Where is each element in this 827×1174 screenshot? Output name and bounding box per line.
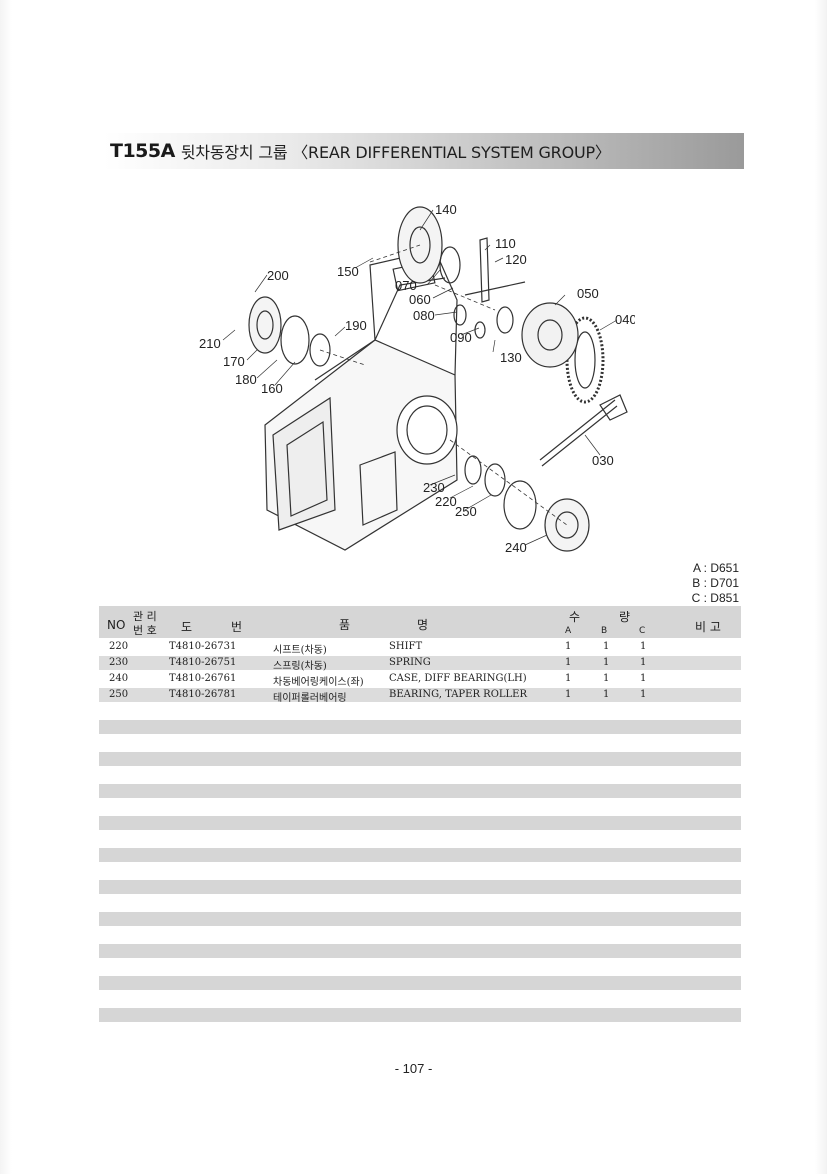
- model-variants: A : D651 B : D701 C : D851: [692, 561, 739, 606]
- table-row: 230 T4810-26751 스프링(차동) SPRING 1 1 1: [99, 656, 741, 672]
- empty-table-row: [99, 720, 741, 734]
- cell-qty-a: 1: [565, 673, 572, 684]
- header-no: NO: [107, 618, 126, 632]
- cell-no: 250: [109, 689, 129, 700]
- cell-name-en: BEARING, TAPER ROLLER: [389, 689, 528, 700]
- section-title-bar: T155A 뒷차동장치 그룹 〈REAR DIFFERENTIAL SYSTEM…: [104, 133, 744, 169]
- cell-qty-b: 1: [603, 689, 610, 700]
- empty-table-row: [99, 976, 741, 990]
- header-qty-1: 수: [569, 610, 581, 624]
- empty-table-row: [99, 784, 741, 798]
- table-row: 220 T4810-26731 시프트(차동) SHIFT 1 1 1: [99, 640, 741, 656]
- callout-130: 130: [500, 350, 522, 365]
- cell-qty-c: 1: [640, 689, 647, 700]
- callout-060: 060: [409, 292, 431, 307]
- exploded-parts-diagram: 140 110 120 150 070 060 080 090 130 050 …: [195, 190, 635, 570]
- cell-no: 230: [109, 657, 129, 668]
- cell-qty-a: 1: [565, 689, 572, 700]
- cell-no: 220: [109, 641, 129, 652]
- callout-140: 140: [435, 202, 457, 217]
- cell-name-kr: 테이퍼롤러베어링: [273, 693, 347, 704]
- empty-table-row: [99, 816, 741, 830]
- empty-table-row: [99, 912, 741, 926]
- callout-240: 240: [505, 540, 527, 555]
- parts-table: NO 관 리 번 호 도 번 품 명 수 량 A B C 비 고 220 T48…: [99, 606, 741, 1022]
- cell-no: 240: [109, 673, 129, 684]
- table-row: 250 T4810-26781 테이퍼롤러베어링 BEARING, TAPER …: [99, 688, 741, 704]
- empty-table-row: [99, 880, 741, 894]
- empty-table-row: [99, 752, 741, 766]
- cell-name-en: CASE, DIFF BEARING(LH): [389, 673, 527, 684]
- callout-200: 200: [267, 268, 289, 283]
- empty-rows: [99, 720, 741, 1022]
- cell-name-en: SHIFT: [389, 641, 423, 652]
- header-remarks: 비 고: [695, 620, 721, 634]
- group-code: T155A: [110, 140, 175, 162]
- table-header: NO 관 리 번 호 도 번 품 명 수 량 A B C 비 고: [99, 606, 741, 638]
- callout-250: 250: [455, 504, 477, 519]
- cell-qty-a: 1: [565, 657, 572, 668]
- cell-qty-c: 1: [640, 657, 647, 668]
- callout-070: 070: [395, 278, 417, 293]
- variant-c: C : D851: [691, 591, 739, 605]
- cell-part-no: T4810-26761: [169, 673, 237, 684]
- callout-210: 210: [199, 336, 221, 351]
- cell-part-no: T4810-26751: [169, 657, 237, 668]
- empty-table-row: [99, 944, 741, 958]
- page-number: - 107 -: [394, 1061, 433, 1076]
- variant-b: B : D701: [692, 576, 739, 590]
- cell-name-kr: 차동베어링케이스(좌): [273, 677, 364, 688]
- cell-name-en: SPRING: [389, 657, 431, 668]
- header-qty-2: 량: [619, 610, 631, 624]
- callout-040: 040: [615, 312, 635, 327]
- callout-080: 080: [413, 308, 435, 323]
- callout-190: 190: [345, 318, 367, 333]
- header-mgmt-top: 관 리: [133, 610, 157, 623]
- callout-110: 110: [495, 236, 516, 251]
- table-body: 220 T4810-26731 시프트(차동) SHIFT 1 1 1 230 …: [99, 640, 741, 704]
- callout-220: 220: [435, 494, 457, 509]
- header-mgmt-bottom: 번 호: [133, 624, 157, 637]
- header-drawing-1: 도: [181, 620, 193, 634]
- callout-230: 230: [423, 480, 445, 495]
- cell-name-kr: 시프트(차동): [273, 645, 327, 656]
- empty-table-row: [99, 848, 741, 862]
- cell-qty-a: 1: [565, 641, 572, 652]
- callout-050: 050: [577, 286, 599, 301]
- empty-table-row: [99, 1008, 741, 1022]
- header-drawing-2: 번: [231, 620, 243, 634]
- table-row: 240 T4810-26761 차동베어링케이스(좌) CASE, DIFF B…: [99, 672, 741, 688]
- header-col-a: A: [565, 626, 572, 636]
- callout-030: 030: [592, 453, 614, 468]
- header-col-c: C: [639, 626, 646, 636]
- callout-180: 180: [235, 372, 257, 387]
- callout-160: 160: [261, 381, 283, 396]
- callout-150: 150: [337, 264, 359, 279]
- callout-labels: 140 110 120 150 070 060 080 090 130 050 …: [199, 202, 635, 555]
- cell-qty-b: 1: [603, 657, 610, 668]
- header-name-2: 명: [417, 618, 429, 632]
- cell-name-kr: 스프링(차동): [273, 661, 327, 672]
- header-name-1: 품: [339, 618, 351, 632]
- variant-a: A : D651: [692, 561, 739, 575]
- cell-qty-c: 1: [640, 673, 647, 684]
- callout-090: 090: [450, 330, 472, 345]
- callout-120: 120: [505, 252, 527, 267]
- callout-170: 170: [223, 354, 245, 369]
- diagram-svg: 140 110 120 150 070 060 080 090 130 050 …: [199, 202, 635, 555]
- cell-part-no: T4810-26731: [169, 641, 237, 652]
- cell-qty-c: 1: [640, 641, 647, 652]
- cell-part-no: T4810-26781: [169, 689, 237, 700]
- header-col-b: B: [601, 626, 608, 636]
- group-title: 뒷차동장치 그룹 〈REAR DIFFERENTIAL SYSTEM GROUP…: [180, 143, 611, 162]
- cell-qty-b: 1: [603, 673, 610, 684]
- cell-qty-b: 1: [603, 641, 610, 652]
